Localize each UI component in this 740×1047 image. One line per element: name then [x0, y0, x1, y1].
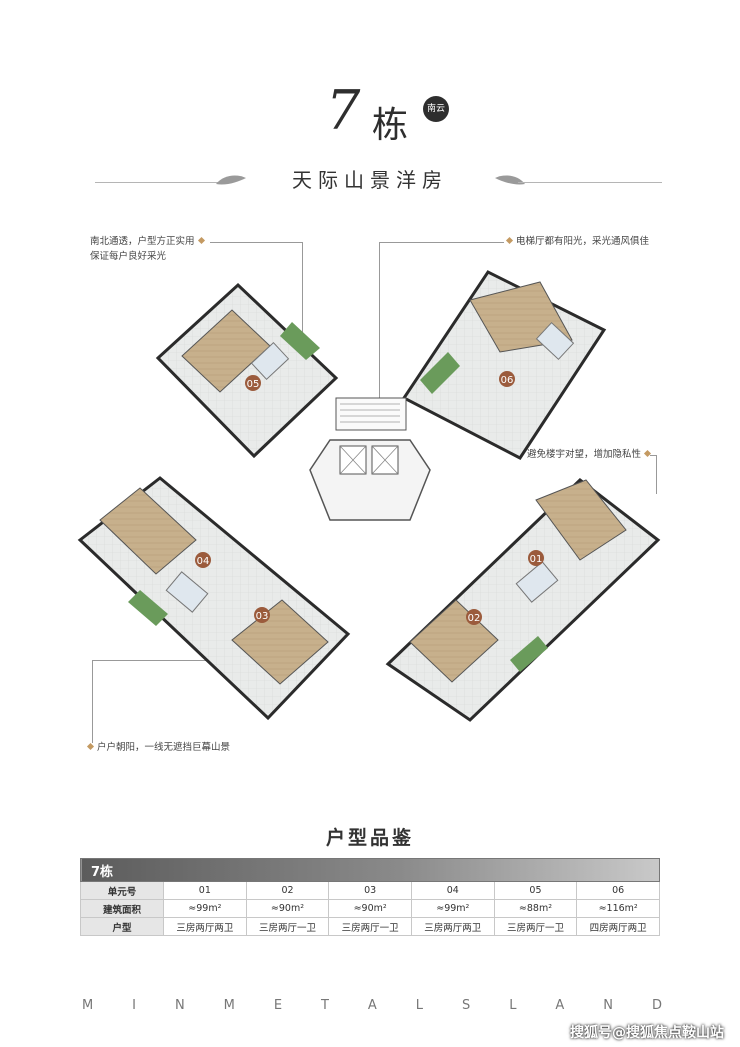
unit-label-04: 04	[197, 556, 210, 567]
brand-letter: N	[603, 998, 613, 1013]
callout-north-south: 南北通透，户型方正实用 保证每户良好采光	[90, 234, 208, 264]
callout-elevator-light: 电梯厅都有阳光，采光通风俱佳	[503, 234, 649, 249]
table-cell: 03	[328, 881, 412, 900]
table-cell: 三房两厅一卫	[493, 917, 578, 936]
brand-letter: N	[174, 998, 185, 1013]
brand-letter: S	[461, 998, 471, 1013]
unit-marker-04: 04	[195, 552, 211, 568]
table-row: 单元号 01 02 03 04 05 06	[80, 881, 660, 900]
unit-label-03: 03	[256, 611, 269, 622]
brand-letter: A	[555, 998, 565, 1013]
brand-letter: M	[223, 998, 235, 1013]
table-cell: ≈90m²	[328, 899, 412, 918]
callout-leader-top-left	[210, 242, 303, 333]
leaf-ornament-right-icon	[495, 175, 525, 185]
table-cell: 三房两厅两卫	[410, 917, 495, 936]
unit-label-02: 02	[468, 613, 481, 624]
watermark: 搜狐号@搜狐焦点鞍山站	[570, 1025, 724, 1041]
table-cell: 三房两厅一卫	[328, 917, 412, 936]
table-cell: 三房两厅一卫	[245, 917, 330, 936]
callout-sunny: 户户朝阳，一线无遮挡巨幕山景	[86, 740, 230, 755]
subtitle: 天际山景洋房	[292, 168, 448, 192]
table-header: 7栋	[80, 858, 660, 882]
brand-letter: M	[82, 998, 94, 1013]
building-number: 7	[326, 79, 361, 142]
table-cell: 05	[493, 881, 578, 900]
table-row: 户型 三房两厅两卫 三房两厅一卫 三房两厅一卫 三房两厅两卫 三房两厅一卫 四房…	[80, 917, 660, 936]
table-cell: 01	[163, 881, 247, 900]
brand-letter: L	[509, 998, 517, 1013]
brand-letter: L	[415, 998, 424, 1013]
unit-marker-03: 03	[254, 607, 270, 623]
table-cell: 四房两厅两卫	[576, 917, 660, 936]
core-stair-elevator	[309, 397, 431, 521]
table-header-row: 7栋	[80, 858, 660, 882]
brand-letter: I	[132, 998, 137, 1013]
table-cell: 04	[410, 881, 495, 900]
wing-unit-01-02	[385, 478, 661, 722]
title-rule-left	[95, 182, 223, 183]
table-cell: 06	[576, 881, 660, 900]
table-cell: 02	[245, 881, 330, 900]
row-label: 户型	[80, 917, 164, 936]
callout-leader-mid-right	[650, 455, 657, 494]
unit-label-01: 01	[530, 554, 543, 565]
brand-letter: E	[273, 998, 283, 1013]
unit-marker-05: 05	[245, 375, 261, 391]
callout-leader-bottom-left	[92, 660, 233, 743]
row-label: 单元号	[80, 881, 164, 900]
table-row: 建筑面积 ≈99m² ≈90m² ≈90m² ≈99m² ≈88m² ≈116m…	[80, 899, 660, 918]
table-cell: ≈99m²	[163, 899, 247, 918]
building-char: 栋	[372, 105, 409, 146]
building-badge: 南云	[423, 96, 449, 122]
table-cell: ≈99m²	[410, 899, 495, 918]
unit-marker-02: 02	[466, 609, 482, 625]
title-rule-right	[518, 182, 662, 183]
unit-marker-01: 01	[528, 550, 544, 566]
table-cell: ≈90m²	[245, 899, 330, 918]
section-title: 户型品鉴	[325, 827, 414, 849]
brand-letter: T	[321, 998, 329, 1013]
brand-letter: D	[651, 998, 662, 1013]
unit-label-05: 05	[247, 379, 260, 390]
table-cell: 三房两厅两卫	[163, 917, 247, 936]
brand-wordmark: M I N M E T A L S L A N D	[82, 998, 662, 1013]
brand-letter: A	[367, 998, 377, 1013]
row-label: 建筑面积	[80, 899, 164, 918]
table-cell: ≈116m²	[576, 899, 660, 918]
callout-privacy: 避免楼宇对望，增加隐私性	[527, 447, 654, 462]
leaf-ornament-left-icon	[216, 175, 246, 185]
table-cell: ≈88m²	[493, 899, 578, 918]
unit-spec-table: 7栋 单元号 01 02 03 04 05 06 建筑面积 ≈99m² ≈90m…	[80, 858, 660, 936]
callout-leader-top-right	[379, 242, 504, 403]
